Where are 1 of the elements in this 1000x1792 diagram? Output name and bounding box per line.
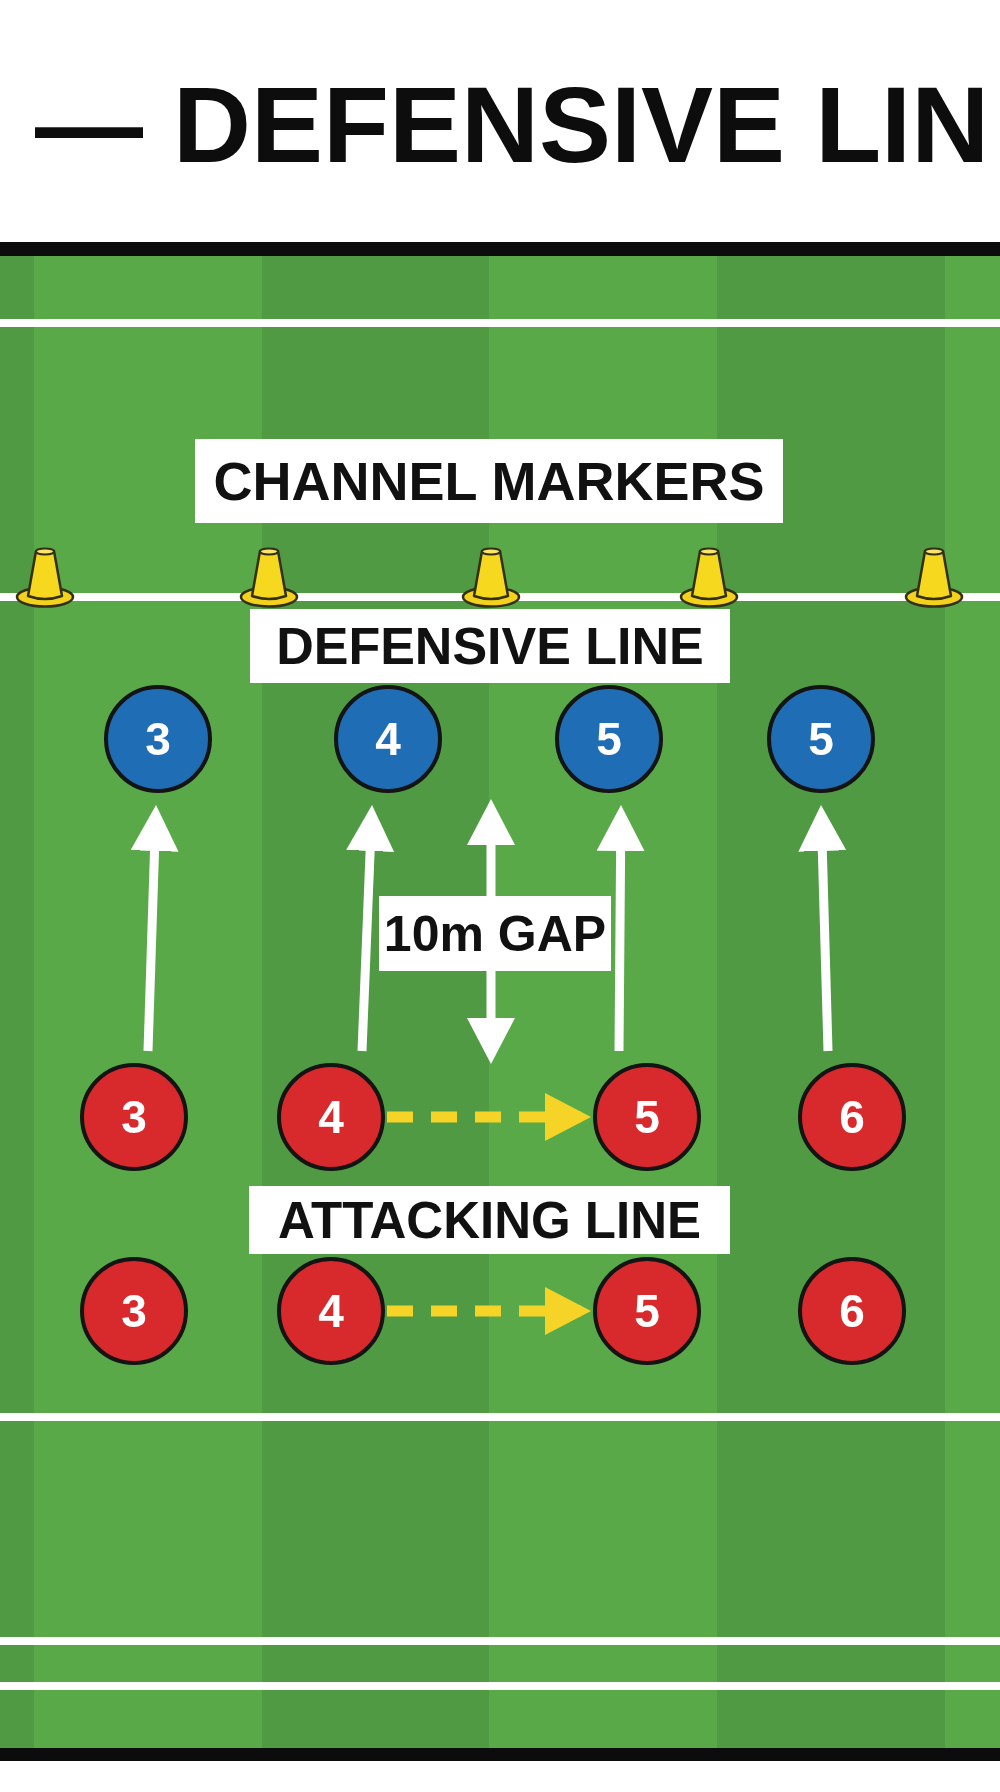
page-title: — DEFENSIVE LIN xyxy=(35,71,990,179)
